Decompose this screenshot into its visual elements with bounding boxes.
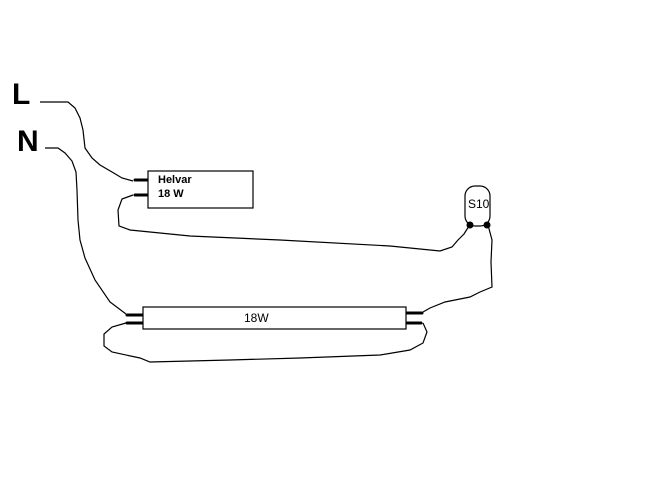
ballast-box (147, 170, 254, 209)
tube-label: 18W (244, 311, 269, 325)
neutral-terminal-label: N (17, 125, 39, 158)
line-terminal-label: L (12, 78, 31, 111)
ballast-brand-label: Helvar (158, 174, 192, 186)
starter-label: S10 (468, 197, 490, 211)
starter-body (464, 185, 491, 227)
ballast-to-starter-wire (117, 194, 470, 252)
line-wire (40, 101, 134, 182)
ballast-power-label: 18 W (158, 188, 184, 200)
starter-pin-left (466, 221, 474, 229)
tube-body (142, 306, 407, 330)
starter-to-tube-wire (422, 224, 493, 313)
neutral-wire (45, 147, 127, 315)
starter-pin-right (483, 221, 491, 229)
filament-loop-wire (103, 322, 428, 363)
